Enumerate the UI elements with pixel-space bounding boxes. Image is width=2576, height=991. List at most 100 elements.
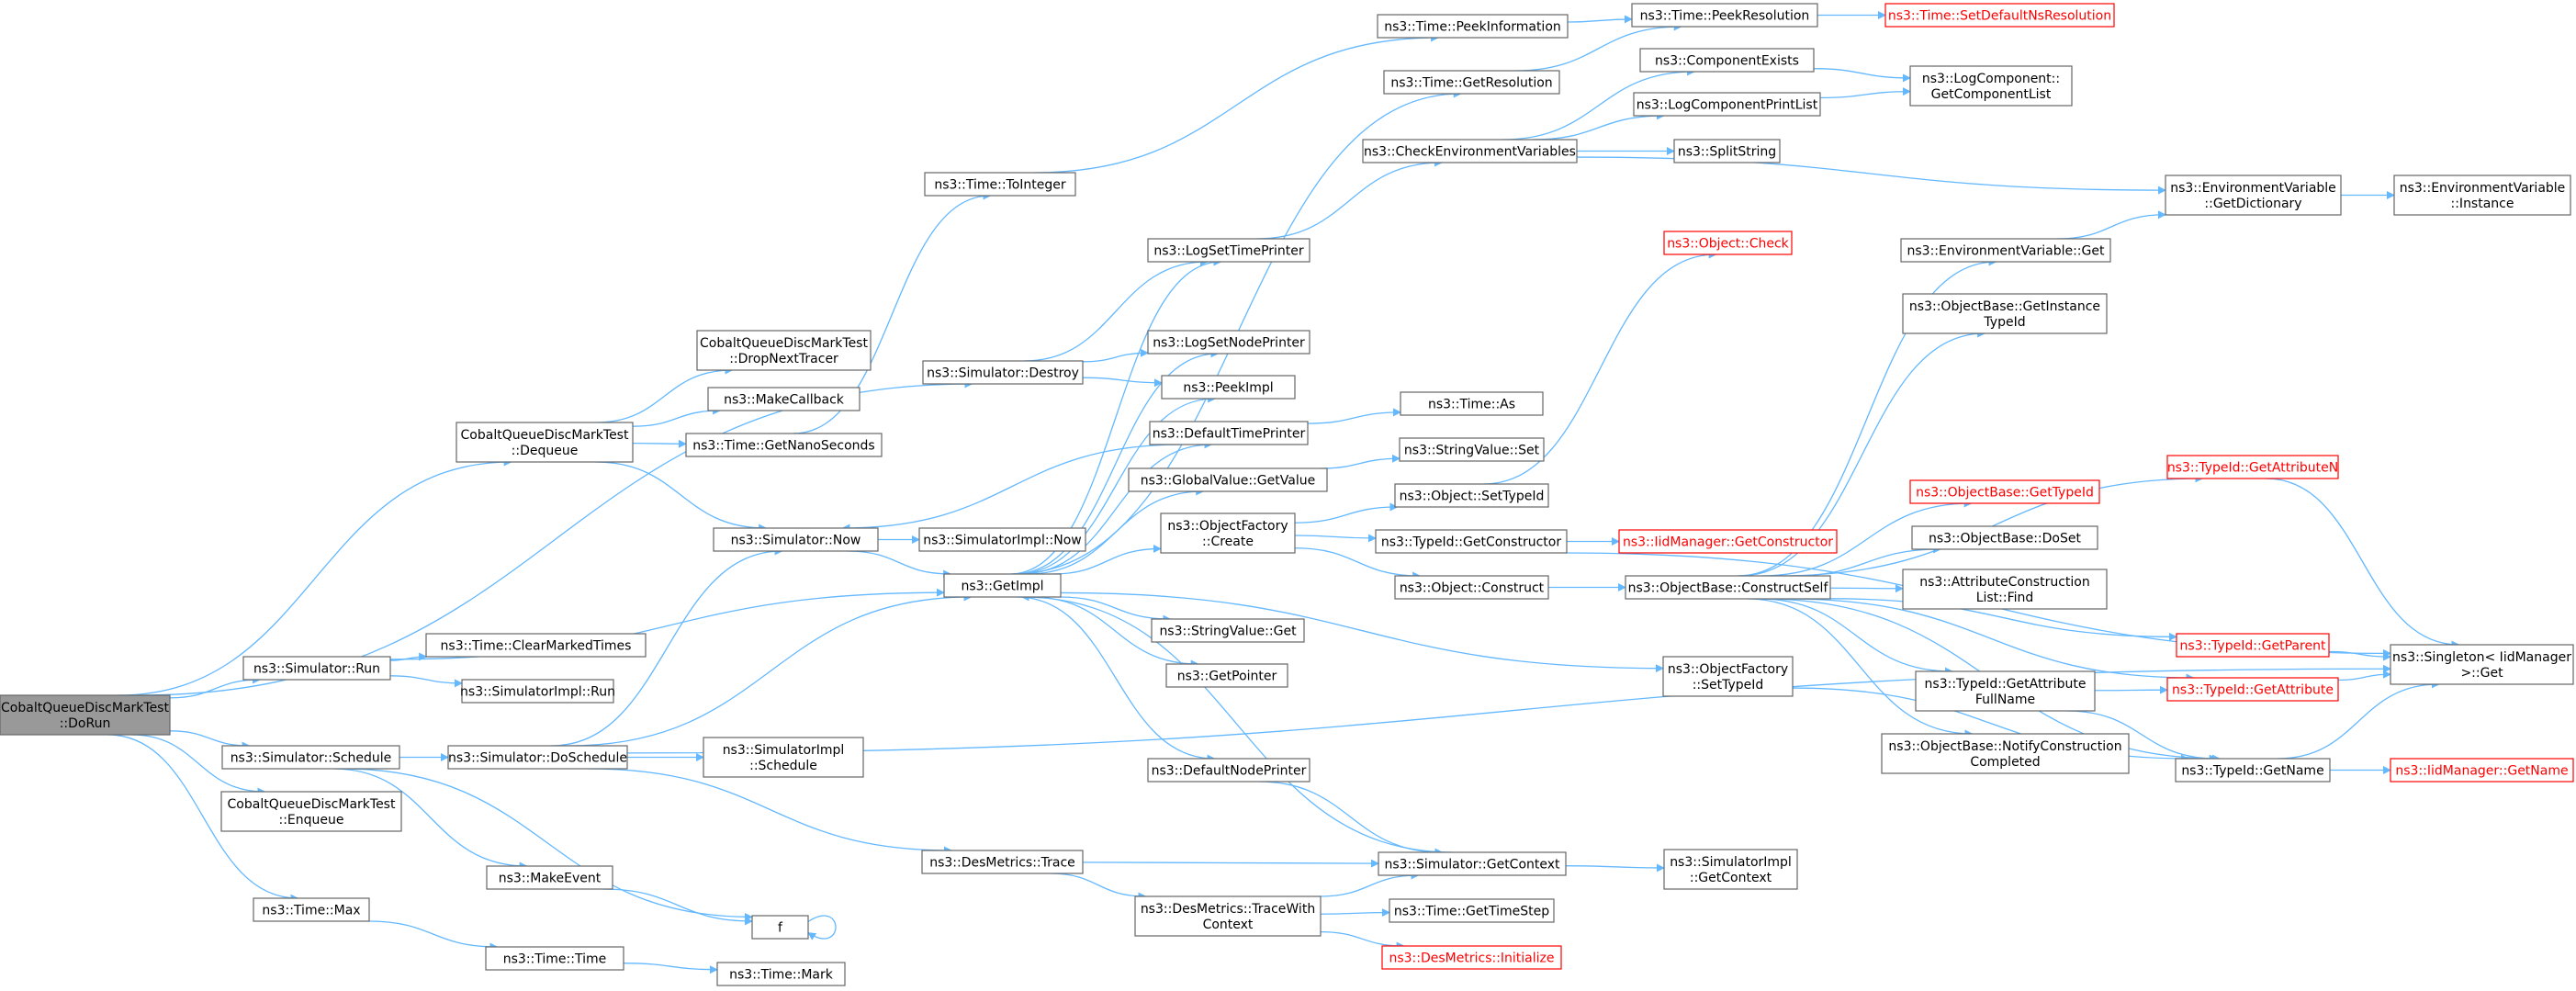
node-simdestroy[interactable]: ns3::Simulator::Destroy bbox=[922, 360, 1084, 385]
node-f[interactable]: f bbox=[751, 915, 809, 940]
node-objconstruct[interactable]: ns3::Object::Construct bbox=[1394, 575, 1549, 600]
node-strvalset[interactable]: ns3::StringValue::Set bbox=[1399, 437, 1545, 462]
node-box[interactable] bbox=[1149, 421, 1309, 445]
node-simsched[interactable]: ns3::Simulator::Schedule bbox=[221, 745, 400, 770]
node-objcheck[interactable]: ns3::Object::Check bbox=[1663, 231, 1793, 255]
node-doset[interactable]: ns3::ObjectBase::DoSet bbox=[1911, 525, 2098, 550]
node-logsetnode[interactable]: ns3::LogSetNodePrinter bbox=[1147, 330, 1310, 355]
node-box[interactable] bbox=[1383, 70, 1560, 95]
node-box[interactable] bbox=[2176, 633, 2330, 658]
node-iidgetname[interactable]: ns3::IidManager::GetName bbox=[2390, 758, 2574, 783]
node-typeidgetctor[interactable]: ns3::TypeId::GetConstructor bbox=[1375, 529, 1568, 554]
node-peekres[interactable]: ns3::Time::PeekResolution bbox=[1631, 3, 1818, 28]
node-box[interactable] bbox=[1399, 437, 1545, 462]
node-getnano[interactable]: ns3::Time::GetNanoSeconds bbox=[685, 433, 883, 457]
node-peekinfo[interactable]: ns3::Time::PeekInformation bbox=[1377, 14, 1569, 39]
node-strvalget[interactable]: ns3::StringValue::Get bbox=[1151, 618, 1305, 643]
node-box[interactable] bbox=[1900, 238, 2111, 263]
node-box[interactable] bbox=[1663, 849, 1798, 890]
node-defnode[interactable]: ns3::DefaultNodePrinter bbox=[1147, 758, 1310, 783]
node-box[interactable] bbox=[921, 850, 1084, 874]
node-setdefns[interactable]: ns3::Time::SetDefaultNsResolution bbox=[1884, 3, 2115, 28]
node-box[interactable] bbox=[1134, 895, 1322, 937]
node-box[interactable] bbox=[2390, 644, 2574, 685]
node-box[interactable] bbox=[2166, 677, 2339, 702]
node-box[interactable] bbox=[1389, 898, 1555, 923]
node-logcomplist[interactable]: ns3::LogComponentPrintList bbox=[1633, 92, 1821, 117]
node-makeevent[interactable]: ns3::MakeEvent bbox=[486, 865, 613, 890]
node-box[interactable] bbox=[1381, 945, 1562, 970]
node-box[interactable] bbox=[447, 745, 628, 770]
node-simrun[interactable]: ns3::Simulator::Run bbox=[242, 656, 391, 681]
node-getattrn[interactable]: ns3::TypeId::GetAttributeN bbox=[2166, 455, 2339, 479]
node-simdosched[interactable]: ns3::Simulator::DoSchedule bbox=[447, 745, 628, 770]
node-simimplsched[interactable]: ns3::SimulatorImpl::Schedule bbox=[703, 737, 864, 778]
node-box[interactable] bbox=[461, 679, 614, 704]
node-box[interactable] bbox=[943, 573, 1062, 598]
node-box[interactable] bbox=[1639, 48, 1815, 73]
node-box[interactable] bbox=[1362, 139, 1578, 163]
node-destrace[interactable]: ns3::DesMetrics::Trace bbox=[921, 850, 1084, 874]
node-iidgetctor[interactable]: ns3::IidManager::GetConstructor bbox=[1618, 529, 1838, 554]
node-box[interactable] bbox=[1881, 733, 2130, 774]
node-simimplnow[interactable]: ns3::SimulatorImpl::Now bbox=[918, 527, 1086, 552]
node-box[interactable] bbox=[1911, 525, 2098, 550]
node-box[interactable] bbox=[2390, 758, 2574, 783]
node-envgetdict[interactable]: ns3::EnvironmentVariable::GetDictionary bbox=[2165, 175, 2342, 216]
node-box[interactable] bbox=[1915, 670, 2096, 712]
node-dorun[interactable]: CobaltQueueDiscMarkTest::DoRun bbox=[0, 694, 171, 736]
node-box[interactable] bbox=[1618, 529, 1838, 554]
node-box[interactable] bbox=[1378, 851, 1567, 876]
node-simimplrun[interactable]: ns3::SimulatorImpl::Run bbox=[460, 679, 615, 704]
node-objfsettypeid[interactable]: ns3::ObjectFactory::SetTypeId bbox=[1662, 656, 1794, 697]
node-box[interactable] bbox=[220, 791, 402, 832]
node-box[interactable] bbox=[922, 360, 1084, 385]
node-objbaseconstruct[interactable]: ns3::ObjectBase::ConstructSelf bbox=[1625, 575, 1831, 600]
node-box[interactable] bbox=[685, 433, 883, 457]
node-box[interactable] bbox=[1377, 14, 1569, 39]
node-box[interactable] bbox=[1394, 483, 1549, 508]
node-globget[interactable]: ns3::GlobalValue::GetValue bbox=[1128, 467, 1328, 492]
node-box[interactable] bbox=[1909, 65, 2073, 107]
node-box[interactable] bbox=[253, 897, 370, 922]
node-singleton[interactable]: ns3::Singleton< IidManager>::Get bbox=[2390, 644, 2574, 685]
node-box[interactable] bbox=[1631, 3, 1818, 28]
node-box[interactable] bbox=[751, 915, 809, 940]
node-getpointer[interactable]: ns3::GetPointer bbox=[1165, 663, 1288, 688]
node-box[interactable] bbox=[1902, 569, 2108, 610]
node-box[interactable] bbox=[1151, 618, 1305, 643]
node-box[interactable] bbox=[2165, 175, 2342, 216]
node-objsettypeid[interactable]: ns3::Object::SetTypeId bbox=[1394, 483, 1549, 508]
node-box[interactable] bbox=[1633, 92, 1821, 117]
node-box[interactable] bbox=[1400, 391, 1544, 416]
node-box[interactable] bbox=[716, 962, 846, 986]
node-box[interactable] bbox=[1902, 293, 2108, 334]
node-box[interactable] bbox=[918, 527, 1086, 552]
node-getimpl[interactable]: ns3::GetImpl bbox=[943, 573, 1062, 598]
node-box[interactable] bbox=[1147, 330, 1310, 355]
node-box[interactable] bbox=[2393, 175, 2571, 216]
node-box[interactable] bbox=[1375, 529, 1568, 554]
node-box[interactable] bbox=[696, 330, 872, 371]
node-deftime[interactable]: ns3::DefaultTimePrinter bbox=[1149, 421, 1309, 445]
node-box[interactable] bbox=[1673, 139, 1781, 163]
node-getparent[interactable]: ns3::TypeId::GetParent bbox=[2176, 633, 2330, 658]
node-timetime[interactable]: ns3::Time::Time bbox=[485, 946, 624, 971]
node-box[interactable] bbox=[707, 387, 861, 411]
node-gettimestep[interactable]: ns3::Time::GetTimeStep bbox=[1389, 898, 1555, 923]
node-tointeger[interactable]: ns3::Time::ToInteger bbox=[924, 172, 1076, 197]
node-enqueue[interactable]: CobaltQueueDiscMarkTest::Enqueue bbox=[220, 791, 402, 832]
node-envget[interactable]: ns3::EnvironmentVariable::Get bbox=[1900, 238, 2111, 263]
node-simnow[interactable]: ns3::Simulator::Now bbox=[713, 527, 879, 552]
node-box[interactable] bbox=[486, 865, 613, 890]
node-box[interactable] bbox=[2175, 758, 2331, 783]
node-box[interactable] bbox=[485, 946, 624, 971]
node-box[interactable] bbox=[703, 737, 864, 778]
node-box[interactable] bbox=[1884, 3, 2115, 28]
node-box[interactable] bbox=[0, 694, 171, 736]
node-box[interactable] bbox=[1147, 238, 1310, 263]
node-box[interactable] bbox=[1147, 758, 1310, 783]
